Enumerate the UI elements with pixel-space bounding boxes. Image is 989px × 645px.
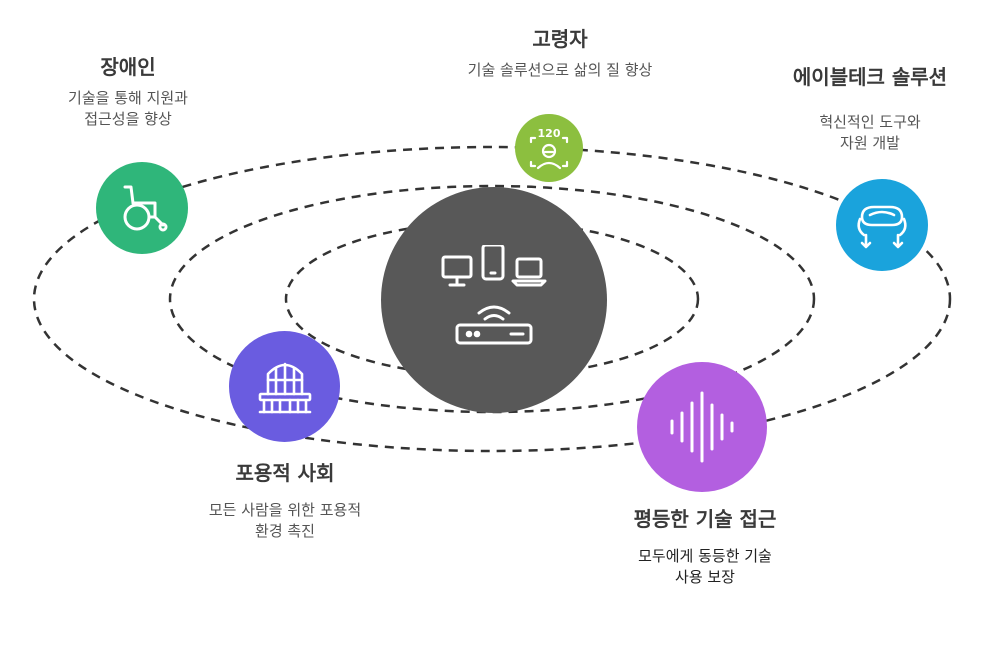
equal-access-node <box>637 362 767 492</box>
svg-text:120: 120 <box>538 127 561 140</box>
equal-access-title: 평등한 기술 접근 <box>633 507 777 531</box>
inclusive-description: 모든 사람을 위한 포용적 환경 촉진 <box>170 500 400 542</box>
enabletech-node <box>836 179 928 271</box>
disabled-desc-line1: 기술을 통해 지원과 <box>68 89 188 107</box>
enabletech-desc-line2: 자원 개발 <box>840 134 900 152</box>
inner-orbit <box>284 220 700 378</box>
elderly-description: 기술 솔루션으로 삶의 질 향상 <box>420 60 700 81</box>
elderly-desc-line1: 기술 솔루션으로 삶의 질 향상 <box>467 61 653 79</box>
elderly-node: 120 <box>515 114 583 182</box>
enabletech-label: 에이블테크 솔루션 혁신적인 도구와 자원 개발 <box>764 64 976 154</box>
inclusive-node <box>229 331 340 442</box>
middle-orbit <box>168 184 816 414</box>
building-balcony-icon <box>258 362 311 413</box>
devices-router-icon <box>441 245 547 345</box>
inclusive-desc-line1: 모든 사람을 위한 포용적 <box>208 501 362 519</box>
wheelchair-icon <box>123 185 168 232</box>
inclusive-title: 포용적 사회 <box>235 461 335 485</box>
elderly-title: 고령자 <box>532 27 588 51</box>
equal-access-label: 평등한 기술 접근 모두에게 동등한 기술 사용 보장 <box>590 506 820 588</box>
equal-access-description: 모두에게 동등한 기술 사용 보장 <box>590 546 820 588</box>
disabled-label: 장애인 기술을 통해 지원과 접근성을 향상 <box>28 54 228 130</box>
center-node <box>381 187 607 413</box>
accessibility-tool-icon <box>857 205 907 249</box>
elderly-label: 고령자 기술 솔루션으로 삶의 질 향상 <box>420 26 700 81</box>
sound-wave-icon <box>670 391 734 463</box>
disabled-description: 기술을 통해 지원과 접근성을 향상 <box>28 88 228 130</box>
inclusive-label: 포용적 사회 모든 사람을 위한 포용적 환경 촉진 <box>170 460 400 542</box>
equal-access-desc-line1: 모두에게 동등한 기술 <box>638 547 772 565</box>
enabletech-title: 에이블테크 솔루션 <box>792 65 948 89</box>
outer-orbit <box>32 145 952 453</box>
disabled-node <box>96 162 188 254</box>
equal-access-desc-line2: 사용 보장 <box>675 568 735 586</box>
inclusive-desc-line2: 환경 촉진 <box>255 522 315 540</box>
elderly-person-icon: 120 <box>529 127 569 170</box>
disabled-desc-line2: 접근성을 향상 <box>84 110 172 128</box>
disabled-title: 장애인 <box>100 55 156 79</box>
enabletech-description: 혁신적인 도구와 자원 개발 <box>764 112 976 154</box>
enabletech-desc-line1: 혁신적인 도구와 <box>819 113 921 131</box>
